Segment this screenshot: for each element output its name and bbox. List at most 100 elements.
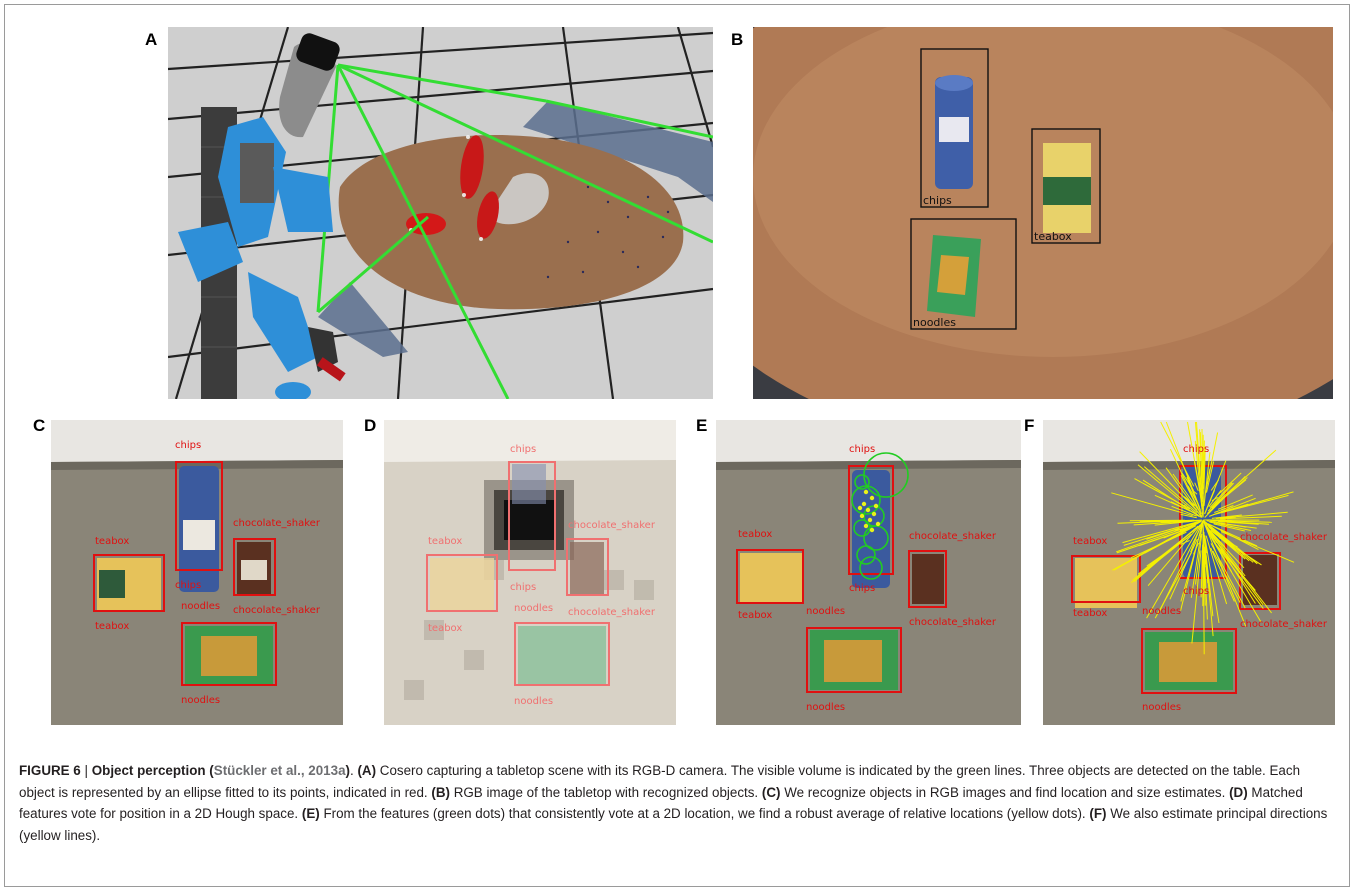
direction-line [1212, 550, 1241, 603]
direction-line [1203, 548, 1208, 620]
direction-line [1139, 519, 1195, 523]
panel-a-label: A [145, 30, 158, 49]
direction-line [1216, 516, 1236, 519]
caption-e-tag: (E) [301, 806, 320, 821]
caption-c-text: We recognize objects in RGB images and f… [784, 784, 1226, 800]
panel-d-label-noodles-top: noodles [514, 603, 553, 614]
direction-line [1203, 521, 1235, 546]
panel-d-label-shaker-top: chocolate_shaker [568, 520, 656, 531]
direction-line [1182, 503, 1187, 507]
panel-c-label-chips-bottom: chips [175, 580, 201, 591]
panel-d-label-chips-top: chips [510, 444, 536, 455]
panel-d-label-teabox-bottom: teabox [428, 623, 462, 634]
panel-d-label: D [364, 416, 377, 435]
panel-d-label-chips-bottom: chips [510, 582, 536, 593]
panel-d-label-noodles-bottom: noodles [514, 696, 553, 707]
panel-e-image: chips chips teabox teabox chocolate_shak… [716, 420, 1021, 725]
direction-line [1116, 529, 1185, 554]
direction-line [1204, 524, 1233, 573]
direction-line [1172, 473, 1199, 510]
direction-line [1218, 491, 1294, 514]
direction-line [1207, 523, 1259, 551]
direction-line [1207, 482, 1234, 512]
panel-c-image: chips chips teabox teabox chocolate_shak… [51, 420, 343, 725]
caption-separator: | [84, 763, 88, 778]
panel-e-label-chips-bottom: chips [849, 583, 875, 594]
panel-b-label: B [731, 30, 744, 49]
direction-line [1171, 505, 1197, 517]
caption-d-tag: (D) [1229, 784, 1248, 800]
direction-line [1221, 494, 1289, 514]
direction-line [1207, 531, 1262, 623]
direction-line [1204, 542, 1214, 617]
direction-line [1183, 496, 1196, 507]
caption-f-text: We also estimate principal directions (y… [19, 806, 1328, 843]
direction-line [1206, 461, 1215, 493]
direction-line [1187, 421, 1202, 497]
direction-line [1204, 535, 1220, 623]
direction-line [1130, 531, 1187, 559]
caption-b-text: RGB image of the tabletop with recognize… [453, 784, 759, 800]
direction-line [1209, 482, 1233, 508]
direction-line [1198, 487, 1203, 508]
direction-line [1214, 449, 1277, 505]
panel-c-label: C [33, 416, 46, 435]
citation-link[interactable]: Stückler et al., 2013a [213, 763, 346, 778]
panel-c-label-teabox-top: teabox [95, 536, 129, 547]
direction-line [1190, 519, 1204, 598]
panel-e-label-teabox-top: teabox [738, 529, 772, 540]
direction-line [1111, 492, 1193, 517]
direction-line [1218, 521, 1259, 525]
direction-line [1174, 528, 1187, 531]
caption-e-text: From the features (green dots) that cons… [323, 806, 1086, 821]
direction-line [1143, 466, 1198, 513]
direction-line [1208, 527, 1227, 542]
direction-line [1203, 452, 1211, 507]
direction-line [1154, 551, 1193, 619]
panel-f-image: chips chips teabox teabox chocolate_shak… [1043, 420, 1335, 725]
direction-line [1205, 468, 1211, 493]
caption-f-tag: (F) [1089, 806, 1107, 821]
panel-f-label-chips-top: chips [1183, 444, 1209, 455]
direction-line [1122, 520, 1201, 544]
direction-line [1217, 494, 1253, 510]
direction-line [1134, 478, 1191, 510]
panel-a-image [168, 27, 713, 399]
direction-line [1123, 521, 1199, 546]
caption-a-tag: (A) [357, 763, 377, 778]
panel-c-label-noodles-bottom: noodles [181, 695, 220, 706]
direction-line [1211, 496, 1218, 502]
direction-line [1210, 547, 1235, 602]
panel-c-label-teabox-bottom: teabox [95, 621, 129, 632]
panel-c-label-noodles-top: noodles [181, 601, 220, 612]
direction-line [1196, 421, 1203, 507]
direction-line [1219, 515, 1282, 520]
caption-a-text: Cosero capturing a tabletop scene with i… [19, 763, 1301, 800]
panel-e-label-teabox-bottom: teabox [738, 610, 772, 621]
direction-line [1212, 479, 1247, 508]
panel-c-label-chips-top: chips [175, 440, 201, 451]
panel-f-label-shaker-top: chocolate_shaker [1240, 532, 1328, 543]
direction-line [1169, 538, 1198, 600]
panel-b-label-chips: chips [923, 194, 952, 207]
direction-line [1204, 549, 1209, 584]
figure-label: FIGURE 6 [19, 763, 81, 778]
direction-line [1217, 472, 1242, 496]
panel-f-label-chips-bottom: chips [1183, 586, 1209, 597]
direction-line [1199, 432, 1203, 499]
direction-line [1202, 440, 1205, 484]
figure-frame [4, 4, 1350, 887]
panel-d-label-teabox-top: teabox [428, 536, 462, 547]
direction-line [1214, 505, 1234, 513]
direction-line [1191, 550, 1202, 644]
panel-f-label-noodles-top: noodles [1142, 606, 1181, 617]
direction-line [1206, 520, 1247, 528]
panel-f-label-shaker-bottom: chocolate_shaker [1240, 619, 1328, 630]
panel-f-label: F [1024, 416, 1035, 435]
caption-b-tag: (B) [431, 784, 450, 800]
panel-c-label-shaker-top: chocolate_shaker [233, 518, 321, 529]
direction-line [1193, 491, 1198, 495]
direction-line [1202, 519, 1247, 627]
direction-line [1180, 528, 1202, 602]
panel-e-label-chips-top: chips [849, 444, 875, 455]
